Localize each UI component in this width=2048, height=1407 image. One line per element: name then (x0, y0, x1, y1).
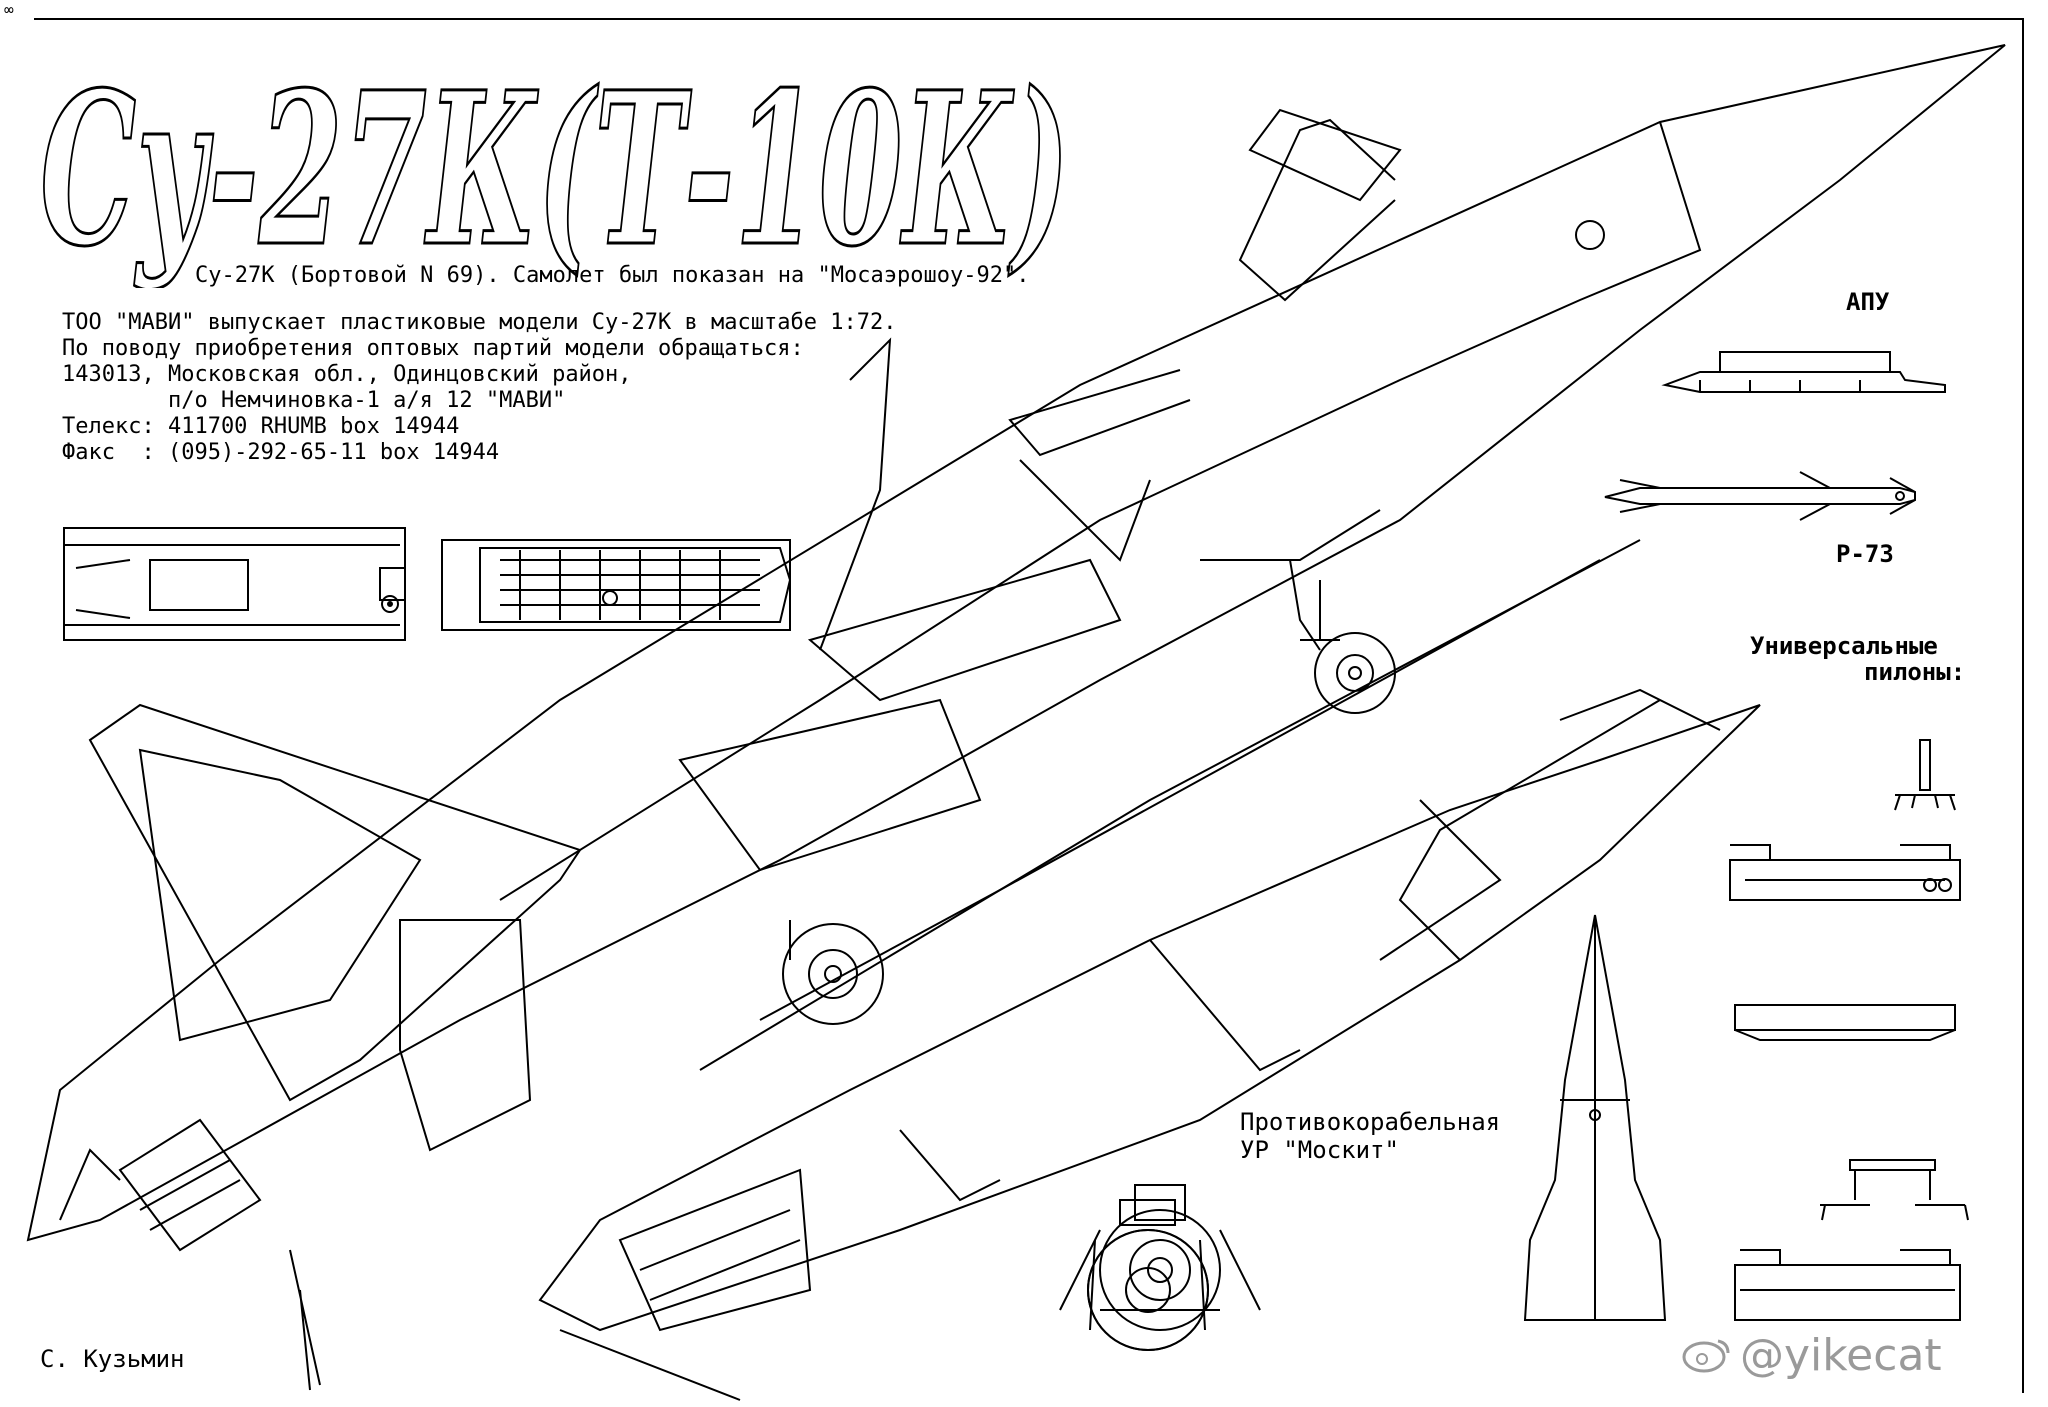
info-line-1: ТОО "МАВИ" выпускает пластиковые модели … (62, 310, 897, 335)
fuselage-section-bottom-view (441, 539, 792, 631)
author-label: С. Кузьмин (40, 1345, 185, 1373)
pylons-label-line1: Универсальные (1750, 632, 1938, 660)
pylon-front-view-2 (1820, 1159, 1969, 1221)
watermark-logo-icon (1682, 1339, 1730, 1373)
frame-line-top (34, 18, 2024, 20)
title-text: Су-27К(Т-10К) (40, 46, 1070, 288)
fuselage-section-side-view (63, 527, 406, 641)
pylons-label-line2: пилоны: (1864, 658, 1966, 686)
r73-missile-drawing (1604, 471, 1916, 521)
subtitle-text: Су-27К (Бортовой N 69). Самолет был пока… (195, 263, 1030, 288)
info-telex: Телекс: 411700 RHUMB box 14944 (62, 414, 460, 439)
frame-line-right (2022, 18, 2024, 1393)
pylon-side-view-3 (1734, 1249, 1961, 1321)
aircraft-top-perspective (26, 44, 2006, 1391)
page-title: Су-27К(Т-10К) (39, 38, 1080, 295)
moskit-missile-top-view (1523, 914, 1667, 1321)
info-line-2: По поводу приобретения оптовых партий мо… (62, 336, 804, 361)
info-line-4: п/о Немчиновка-1 а/я 12 "МАВИ" (168, 388, 566, 413)
moskit-label-line1: Противокорабельная (1240, 1108, 1501, 1136)
moskit-label-line2: УР "Москит" (1240, 1136, 1399, 1164)
apu-label: АПУ (1846, 288, 1890, 316)
pylon-side-view-2 (1734, 1004, 1956, 1041)
pylon-side-view-1 (1729, 844, 1961, 901)
info-line-3: 143013, Московская обл., Одинцовский рай… (62, 362, 632, 387)
apu-launcher-drawing (1661, 351, 1946, 393)
title-outline-svg: Су-27К(Т-10К) (39, 45, 1072, 295)
moskit-left-front-drawing (1087, 1199, 1209, 1351)
info-fax: Факс : (095)-292-65-11 box 14944 (62, 440, 500, 465)
moskit-missile-front-view (1059, 1184, 1261, 1331)
pylon-front-view-1 (1894, 739, 1956, 811)
r73-label: Р-73 (1836, 540, 1894, 568)
corner-mark: ∞ (4, 0, 14, 19)
aircraft-side-perspective (538, 539, 1761, 1401)
watermark-text: @yikecat (1740, 1330, 1942, 1381)
